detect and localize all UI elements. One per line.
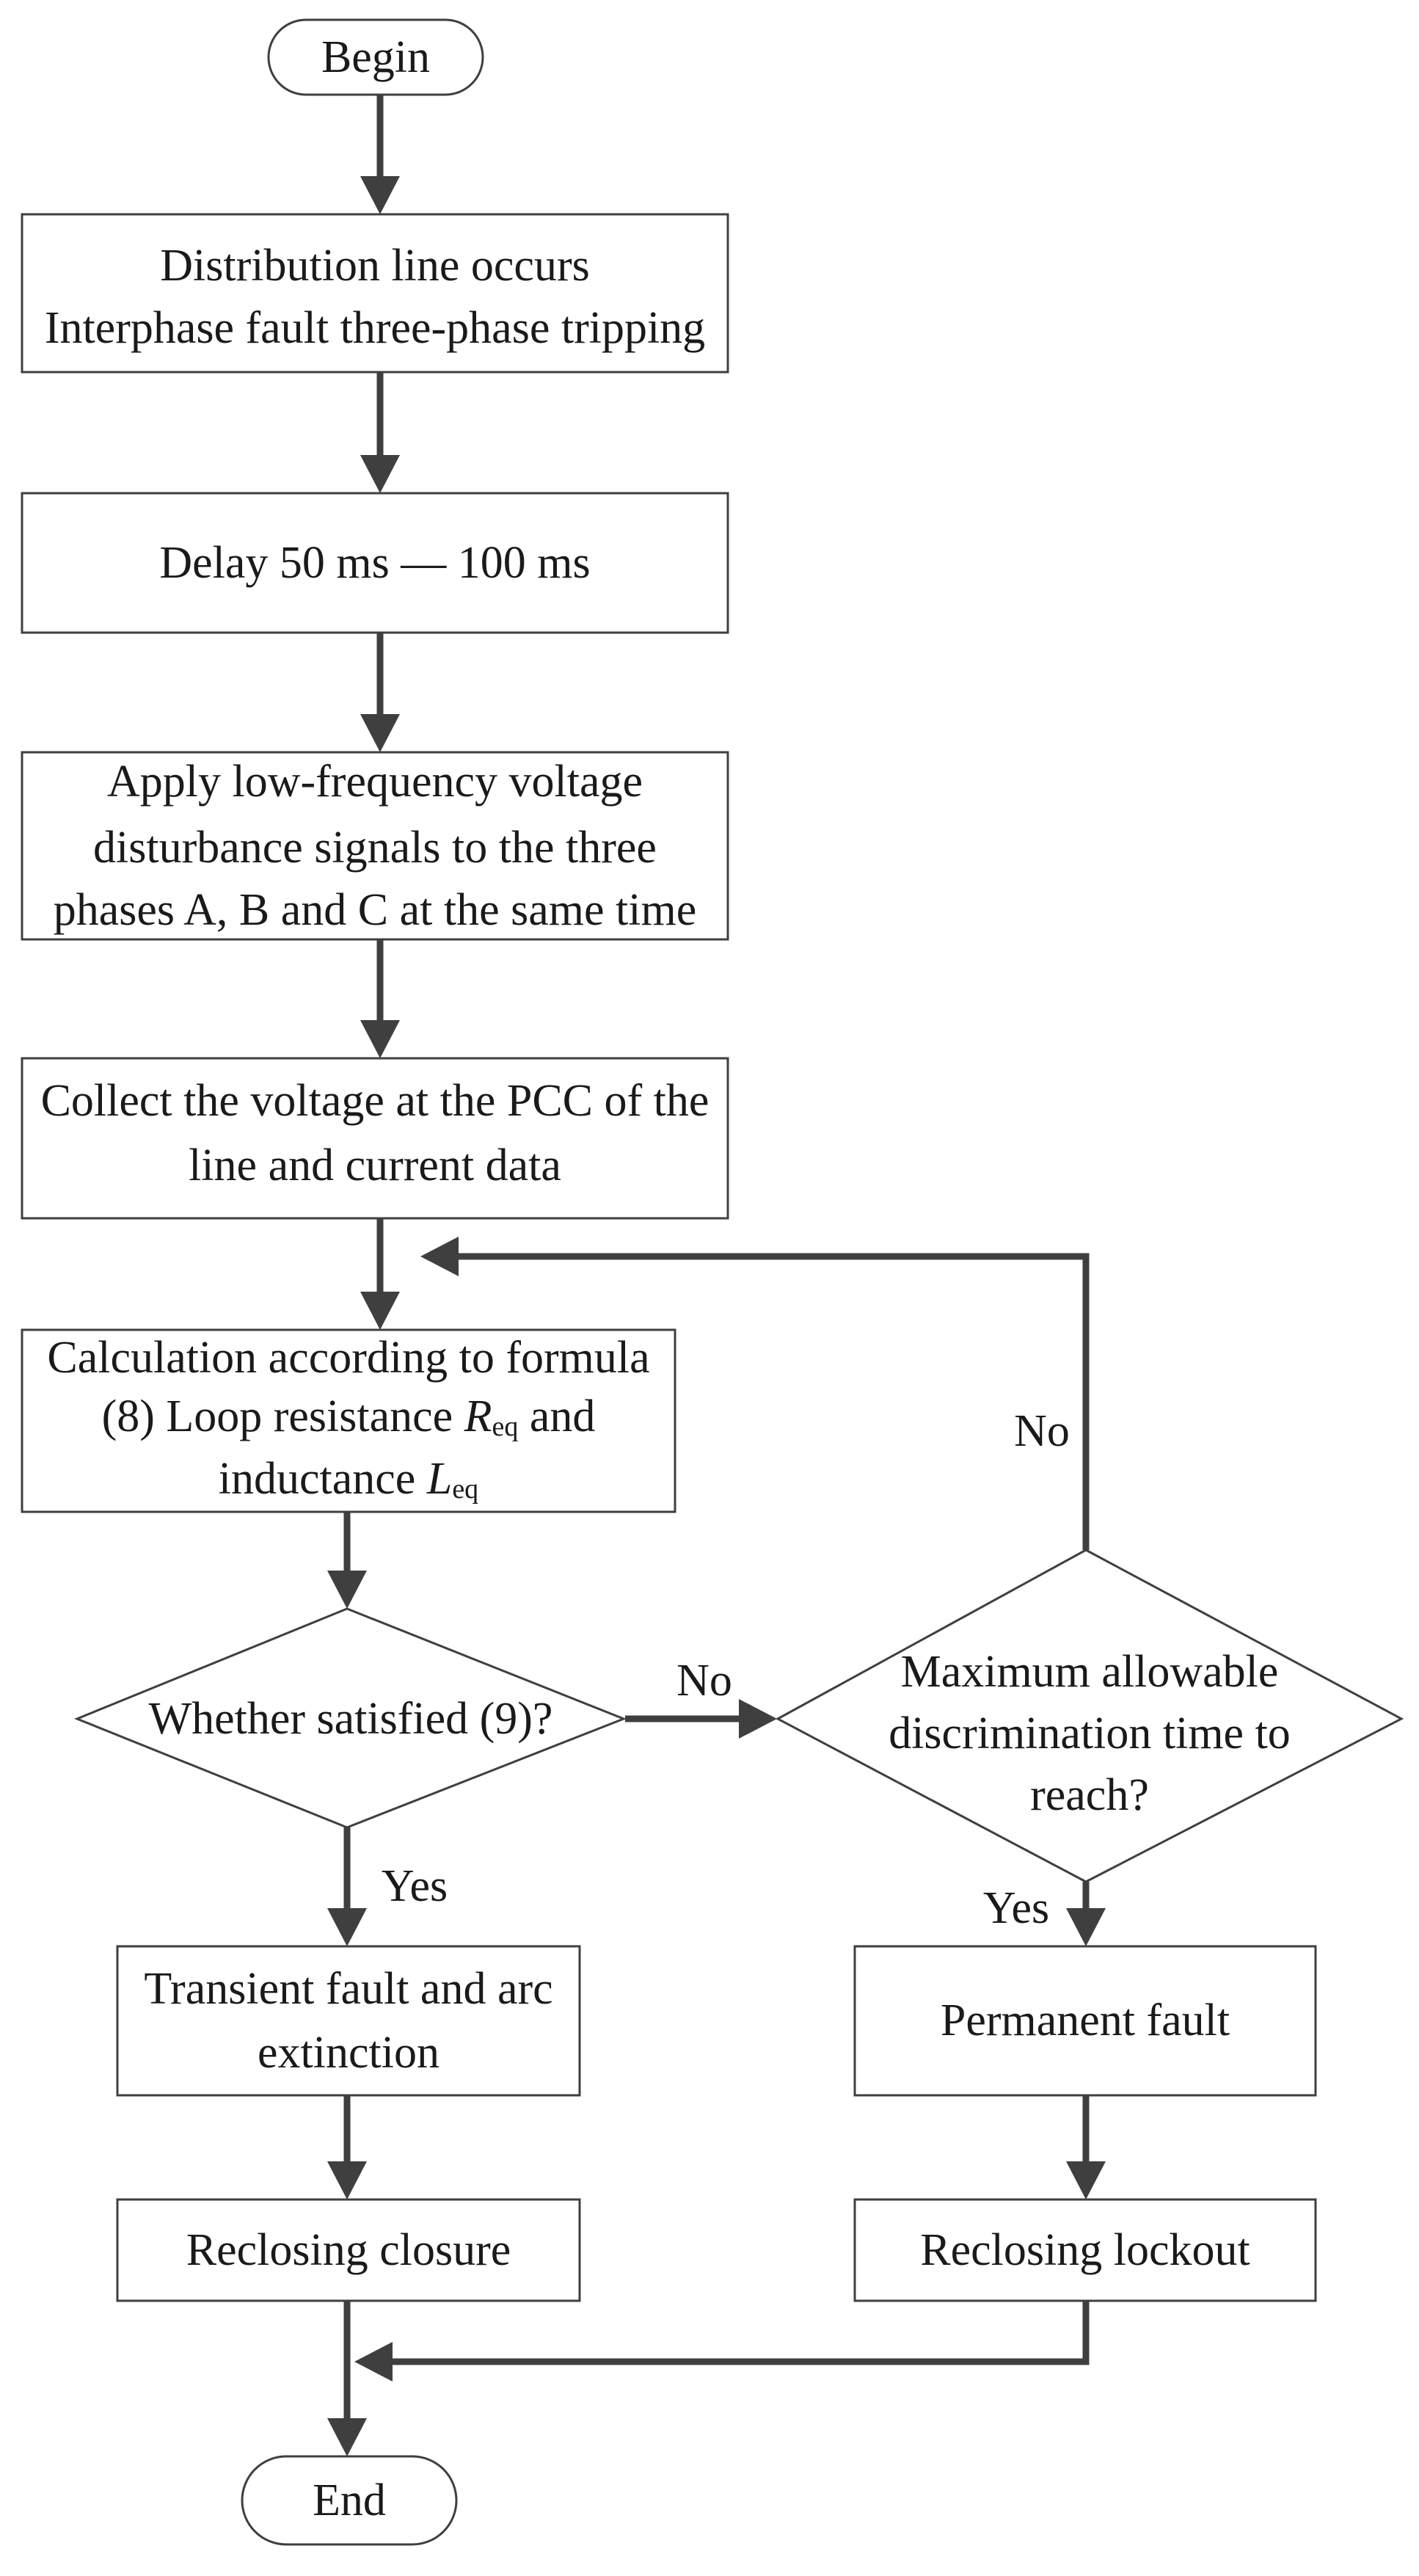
resistance-subscript: eq (492, 1411, 519, 1442)
resistance-symbol: R (464, 1391, 492, 1441)
trip-label-line-1: Distribution line occurs (160, 241, 589, 291)
inductance-symbol: L (426, 1454, 452, 1504)
end-node: End (241, 2455, 458, 2546)
maxtime-label-line-3: reach? (1030, 1770, 1149, 1820)
transient-label-line-2: extinction (258, 2028, 439, 2078)
maxtime-no-label: No (1014, 1406, 1070, 1456)
calc-line-3-prefix: inductance (219, 1454, 427, 1504)
arrowhead-lockout (1066, 2161, 1106, 2200)
edge-maxtime-no-loop (455, 1253, 1090, 1550)
maxtime-label-line-2: discrimination time to (889, 1709, 1291, 1758)
transient-node: Transient fault and arc extinction (116, 1945, 581, 2097)
trip-label-line-2: Interphase fault three-phase tripping (45, 303, 705, 353)
satisfied-label: Whether satisfied (9)? (149, 1694, 553, 1744)
arrowhead-merge (354, 2342, 393, 2382)
apply-label-line-3: phases A, B and C at the same time (54, 885, 696, 935)
begin-node: Begin (267, 18, 484, 96)
transient-label-line-1: Transient fault and arc (144, 1964, 552, 2014)
apply-label-line-2: disturbance signals to the three (93, 823, 657, 873)
calc-line-2-suffix: and (518, 1391, 595, 1441)
begin-label: Begin (321, 32, 430, 82)
trip-node: Distribution line occurs Interphase faul… (21, 213, 729, 374)
arrowhead-permanent (1066, 1908, 1106, 1946)
reclose-node: Reclosing closure (116, 2198, 581, 2302)
lockout-label: Reclosing lockout (920, 2225, 1250, 2275)
arrowhead-end (327, 2418, 367, 2456)
satisfied-no-label: No (676, 1656, 732, 1706)
edge-lockout-merge (389, 2301, 1090, 2365)
maxtime-yes-label: Yes (983, 1883, 1049, 1933)
arrowhead-apply (360, 714, 400, 752)
arrowhead-delay (360, 455, 400, 493)
maxtime-label-line-1: Maximum allowable (901, 1647, 1279, 1697)
arrowhead-trip (360, 176, 400, 214)
arrowhead-collect (360, 1020, 400, 1058)
apply-node: Apply low-frequency voltage disturbance … (21, 751, 729, 941)
delay-node: Delay 50 ms — 100 ms (21, 492, 729, 634)
calc-node: Calculation according to formula (8) Loo… (21, 1328, 676, 1513)
calc-label-line-3: inductance Leq (219, 1454, 478, 1505)
arrowhead-maxtime (739, 1699, 777, 1739)
permanent-label: Permanent fault (941, 1995, 1230, 2045)
calc-label-line-1: Calculation according to formula (47, 1333, 649, 1383)
apply-label-line-1: Apply low-frequency voltage (107, 757, 643, 807)
calc-label-line-2: (8) Loop resistance Req and (102, 1391, 596, 1442)
satisfied-decision: Whether satisfied (9)? (74, 1607, 627, 1829)
collect-label-line-1: Collect the voltage at the PCC of the (41, 1076, 710, 1126)
calc-line-2-prefix: (8) Loop resistance (102, 1391, 464, 1441)
collect-label-line-2: line and current data (189, 1140, 561, 1190)
arrowhead-reclose (327, 2161, 367, 2200)
reclose-label: Reclosing closure (186, 2225, 511, 2275)
maxtime-decision: Maximum allowable discrimination time to… (775, 1549, 1404, 1883)
inductance-subscript: eq (452, 1474, 478, 1505)
end-label: End (313, 2475, 386, 2525)
arrowhead-loop-back (420, 1237, 459, 1276)
arrowhead-transient (327, 1908, 367, 1946)
satisfied-yes-label: Yes (382, 1861, 448, 1911)
lockout-node: Reclosing lockout (853, 2198, 1317, 2302)
delay-label: Delay 50 ms — 100 ms (159, 538, 590, 588)
collect-node: Collect the voltage at the PCC of the li… (21, 1057, 729, 1220)
arrowhead-calc (360, 1292, 400, 1330)
permanent-node: Permanent fault (853, 1945, 1317, 2097)
connectors (327, 95, 1106, 2456)
arrowhead-satisfied (327, 1571, 367, 1609)
